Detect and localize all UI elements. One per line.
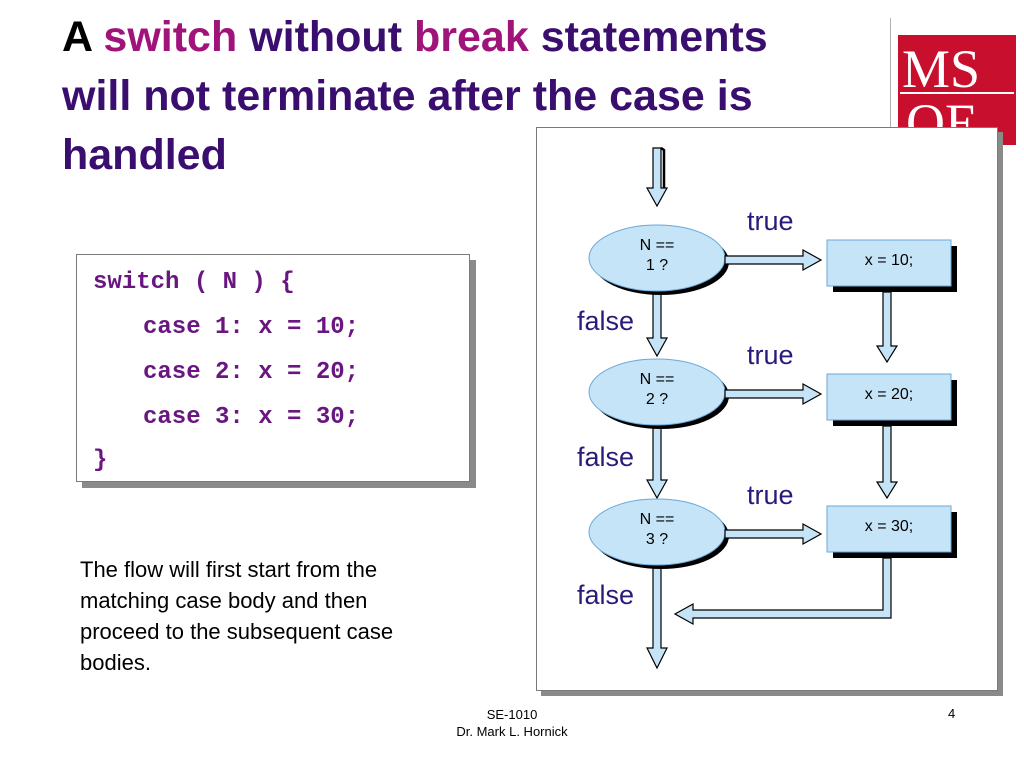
title-word-a: A	[62, 13, 92, 61]
true-label: true	[747, 206, 794, 236]
false-label: false	[577, 306, 635, 336]
code-line: case 1: x = 10;	[143, 314, 360, 341]
code-line: case 3: x = 30;	[143, 404, 360, 431]
decision-text: N ==	[639, 371, 675, 388]
decision-text: N ==	[639, 511, 675, 528]
code-line: }	[93, 447, 108, 474]
false-label: false	[577, 442, 635, 472]
msoe-logo: MS OE	[898, 35, 1016, 145]
title-word-without: without	[249, 13, 403, 61]
true-label: true	[747, 340, 794, 370]
decision-text: 2 ?	[645, 391, 669, 408]
true-label: true	[747, 480, 794, 510]
description-text: The flow will first start from the match…	[80, 557, 394, 675]
title-word-statements: statements	[540, 13, 768, 61]
false-label: false	[577, 580, 635, 610]
statement-box: x = 20;	[864, 386, 914, 403]
decision-node: N == 2 ?	[617, 370, 697, 410]
flowchart: N == 1 ? N == 2 ? N == 3 ? x = 10; x = 2…	[536, 127, 998, 691]
title-keyword-break: break	[413, 13, 529, 61]
statement-box: x = 30;	[864, 518, 914, 535]
code-line: switch ( N ) {	[93, 269, 295, 296]
decision-text: N ==	[639, 237, 675, 254]
decision-node: N == 3 ?	[617, 510, 697, 550]
title-divider	[890, 18, 891, 138]
statement-box: x = 10;	[864, 252, 914, 269]
footer-author: Dr. Mark L. Hornick	[456, 724, 568, 739]
decision-text: 3 ?	[645, 531, 669, 548]
slide-footer: SE-1010 Dr. Mark L. Hornick	[412, 706, 612, 740]
logo-text-top: MS	[902, 39, 980, 99]
slide-title: A switch without break statements will n…	[62, 8, 892, 185]
page-number: 4	[948, 706, 956, 721]
title-keyword-switch: switch	[103, 13, 238, 61]
decision-text: 1 ?	[645, 257, 669, 274]
decision-node: N == 1 ?	[617, 236, 697, 276]
footer-course: SE-1010	[486, 707, 538, 722]
title-line-2: will not terminate after the case is	[62, 72, 753, 120]
title-line-3: handled	[62, 131, 227, 179]
code-line: case 2: x = 20;	[143, 359, 360, 386]
code-listing: switch ( N ) { case 1: x = 10; case 2: x…	[76, 254, 470, 482]
